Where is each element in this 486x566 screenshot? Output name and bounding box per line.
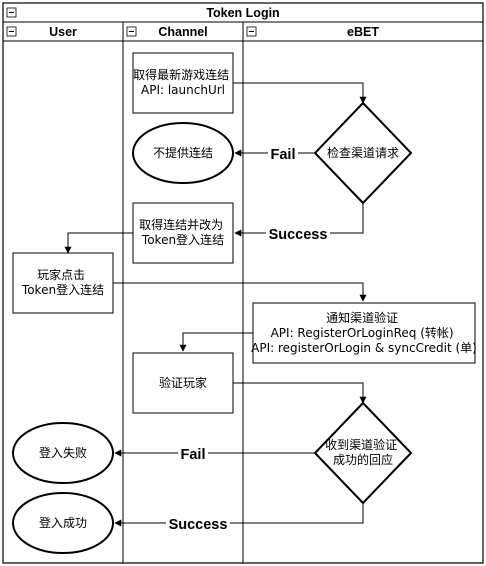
edge-label-success-2: Success xyxy=(169,517,228,533)
edge-label-fail-1: Fail xyxy=(271,147,296,163)
node-get-link[interactable] xyxy=(132,52,234,114)
node-no-link[interactable] xyxy=(132,122,234,184)
node-login-fail-label: 登入失败 xyxy=(39,445,87,460)
node-get-token-link[interactable] xyxy=(132,202,234,264)
lane-header-user: User xyxy=(49,25,77,39)
node-login-success-label: 登入成功 xyxy=(39,515,87,530)
node-player-click-label: 玩家点击 Token登入连结 xyxy=(21,267,104,297)
node-check-request-label: 检查渠道请求 xyxy=(327,145,399,160)
lane-header-ebet: eBET xyxy=(347,25,379,39)
node-receive-reply-label: 收到渠道验证 成功的回应 xyxy=(325,437,401,467)
node-login-success[interactable] xyxy=(12,492,114,554)
diagram-title: Token Login xyxy=(206,6,279,20)
node-receive-reply[interactable] xyxy=(313,401,413,505)
edge-token-link-to-player xyxy=(64,232,133,254)
node-notify-verify[interactable] xyxy=(252,302,476,364)
edge-notify-to-verify xyxy=(179,332,253,352)
edge-verify-to-receive xyxy=(233,382,367,404)
lane-ebet-collapse-toggle[interactable] xyxy=(246,26,257,37)
node-no-link-label: 不提供连结 xyxy=(153,145,213,160)
node-check-request[interactable] xyxy=(313,101,413,205)
node-login-fail[interactable] xyxy=(12,422,114,484)
edge-label-success-1: Success xyxy=(269,227,328,243)
node-verify-player[interactable] xyxy=(132,352,234,414)
node-get-token-link-label: 取得连结并改为 Token登入连结 xyxy=(139,217,227,247)
lane-channel-collapse-toggle[interactable] xyxy=(126,26,137,37)
node-verify-player-label: 验证玩家 xyxy=(159,375,207,390)
edge-label-fail-2: Fail xyxy=(181,447,206,463)
edge-receive-success xyxy=(114,503,364,527)
node-player-click[interactable] xyxy=(12,252,114,314)
lane-user-collapse-toggle[interactable] xyxy=(6,26,17,37)
edge-player-to-notify xyxy=(113,282,367,302)
node-get-link-label: 取得最新游戏连结 API: launchUrl xyxy=(133,67,233,97)
lane-header-channel: Channel xyxy=(158,25,207,39)
pool-collapse-toggle[interactable] xyxy=(6,7,17,18)
node-notify-verify-label: 通知渠道验证 API: RegisterOrLoginReq (转帐) API:… xyxy=(251,310,477,355)
edge-get-link-to-check xyxy=(233,82,367,104)
